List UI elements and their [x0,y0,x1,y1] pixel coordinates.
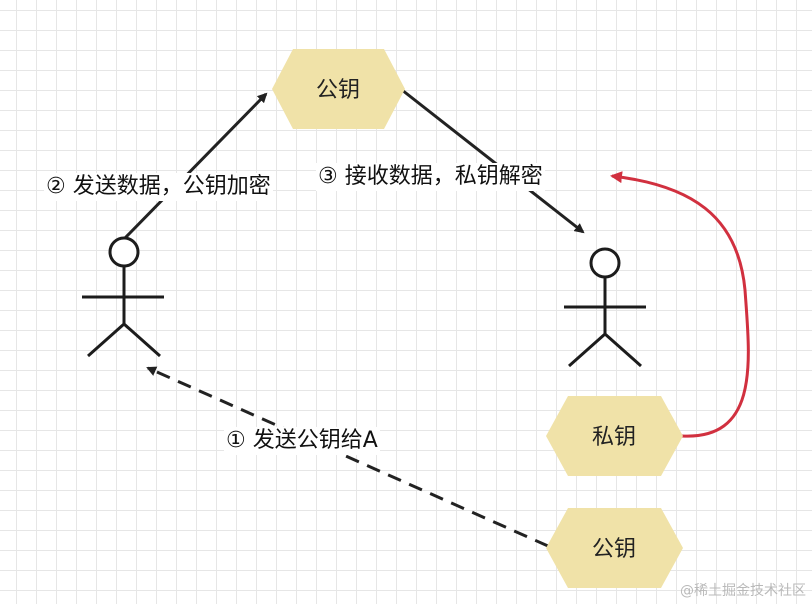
public-key-top-label: 公钥 [316,78,360,103]
public-key-node-bottom: 公钥 [546,508,683,588]
edge-step2-arrow [123,92,268,240]
edge-step1-dashed-arrow [146,366,549,548]
private-key-node: 私钥 [546,396,683,476]
watermark: @稀土掘金技术社区 [680,583,806,599]
step2-label: ② 发送数据，公钥加密 [44,173,273,201]
edge-step3-arrow [401,88,585,234]
stick-figure-right [564,247,646,368]
step1-label: ① 发送公钥给A [224,427,380,455]
private-key-label: 私钥 [592,425,636,450]
edge-private-key-curved-arrow [610,171,750,438]
public-key-bottom-label: 公钥 [592,537,636,562]
stick-figure-left [82,236,164,358]
step3-label: ③ 接收数据，私钥解密 [316,163,545,191]
public-key-node-top: 公钥 [272,49,405,129]
